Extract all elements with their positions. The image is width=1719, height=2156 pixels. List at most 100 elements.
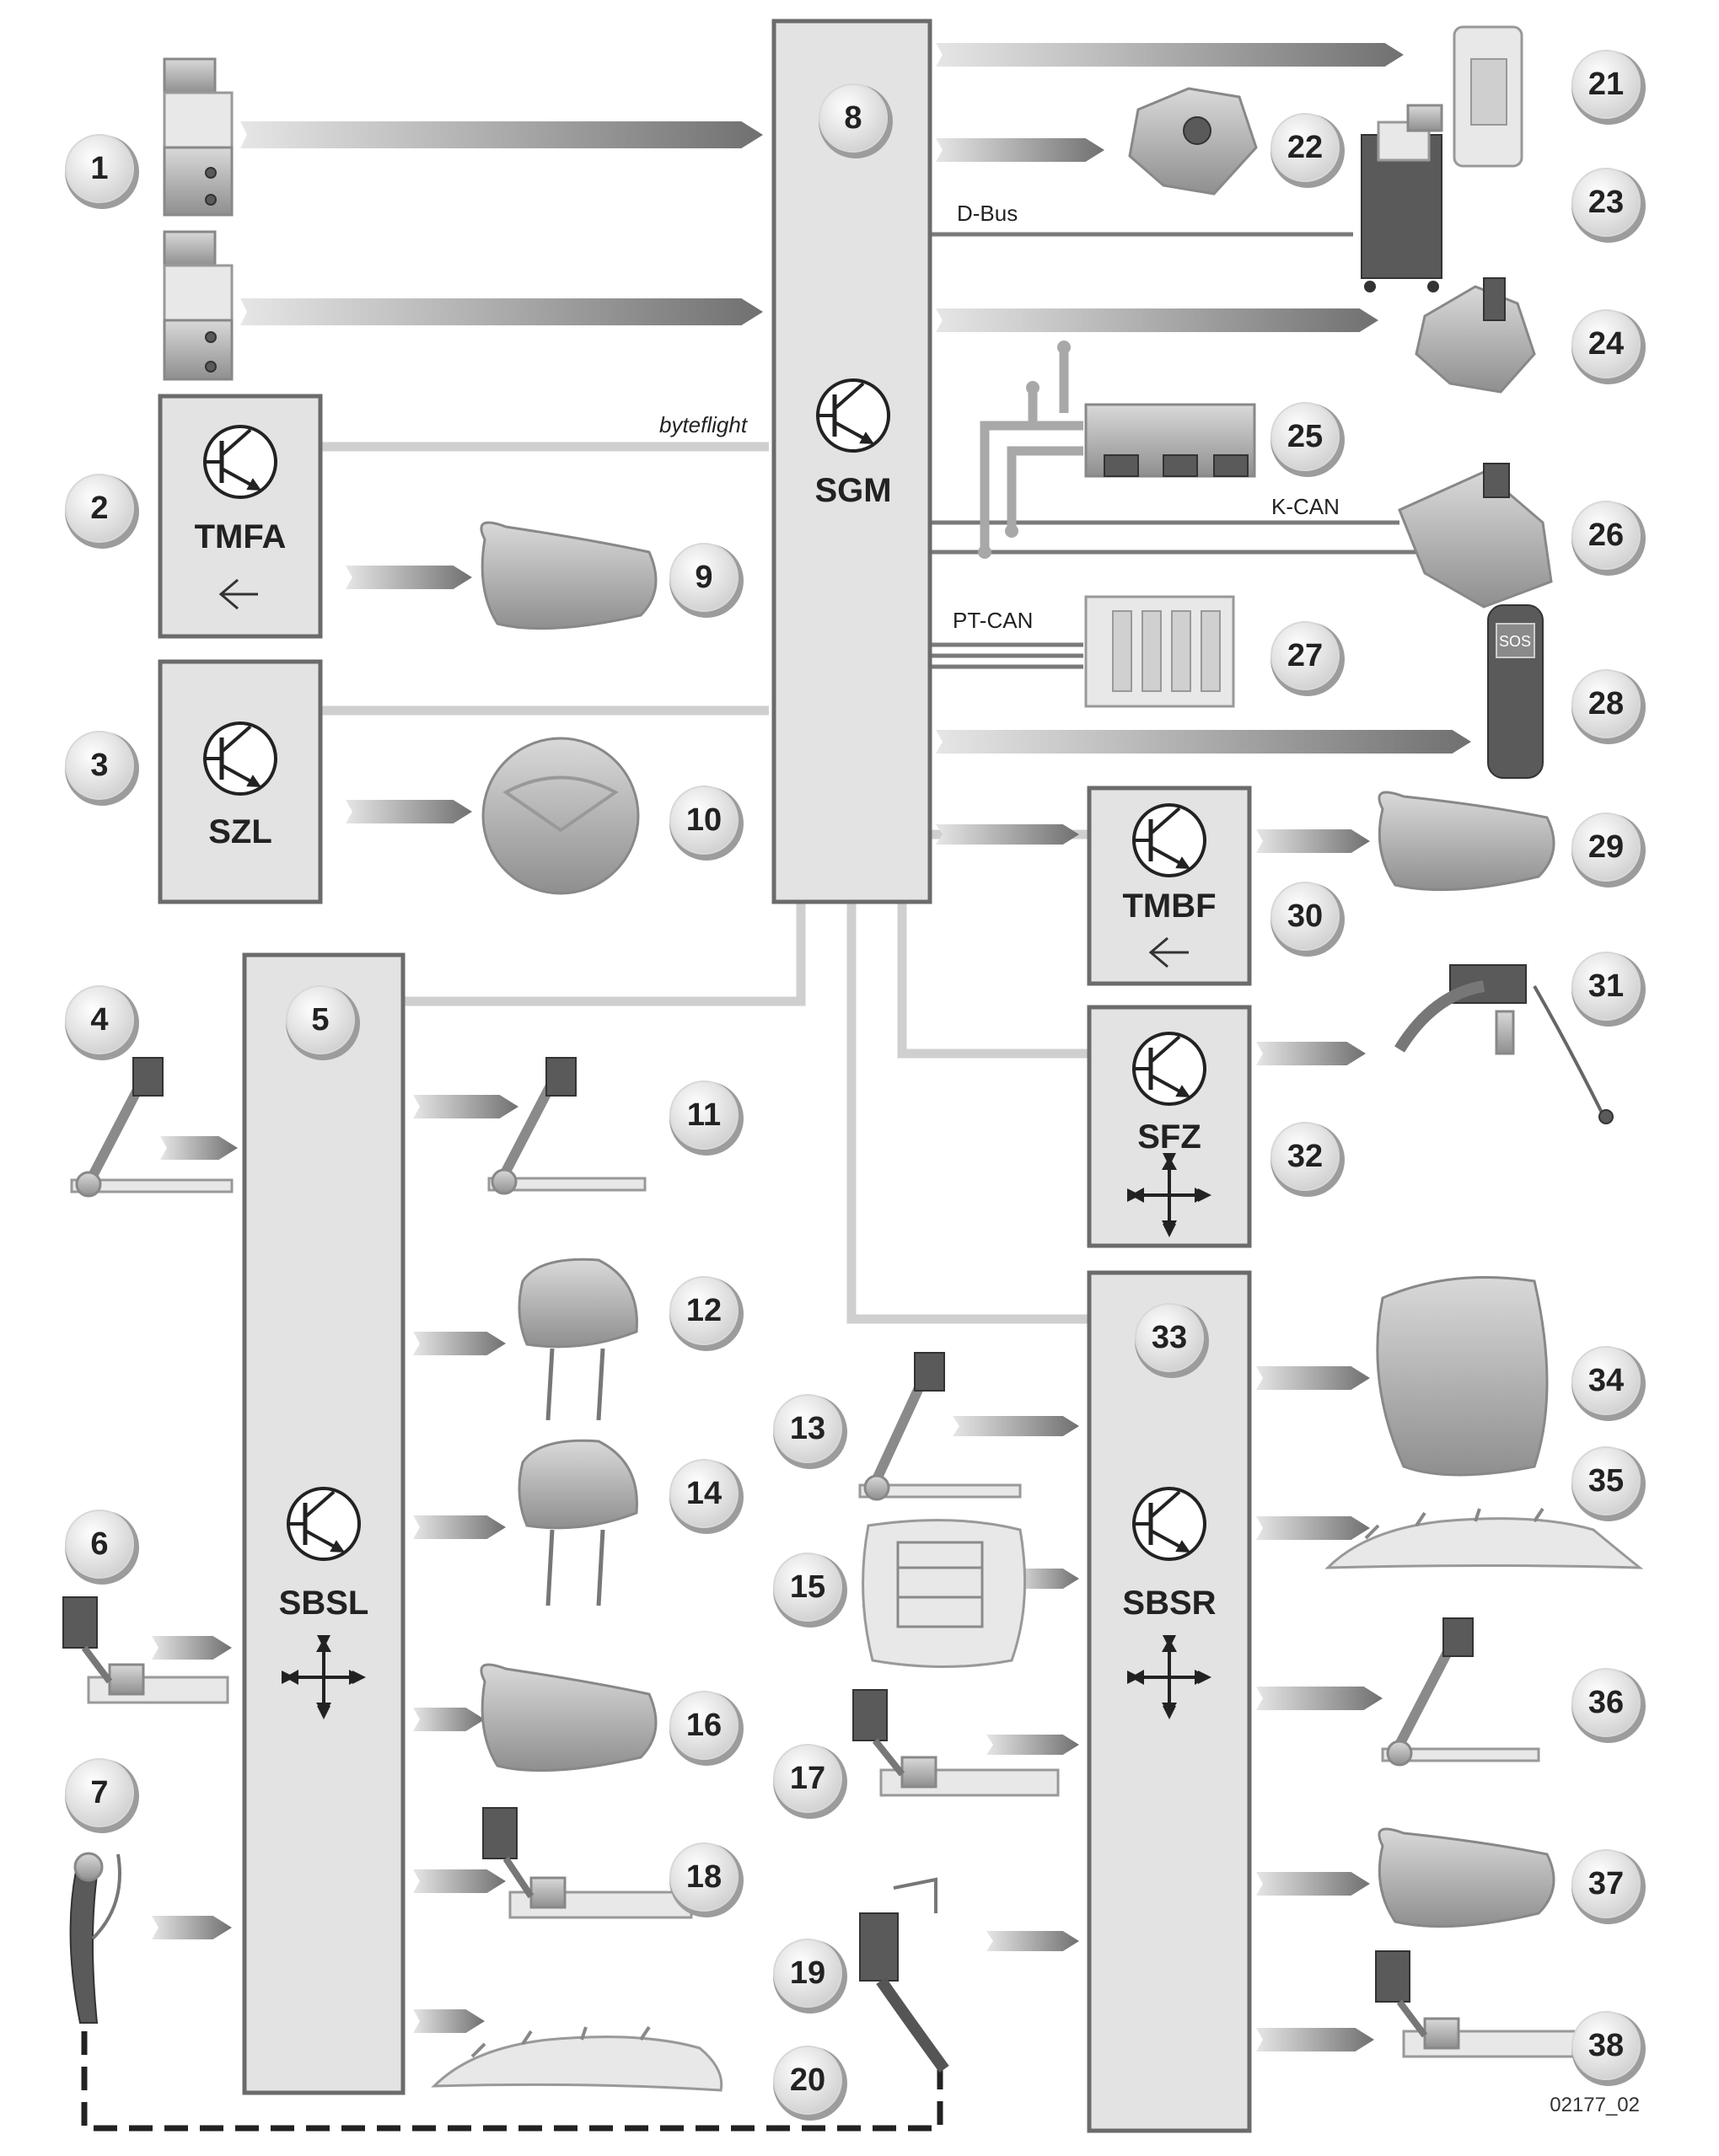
signal-arrow: [413, 1332, 506, 1355]
transistor-icon: [816, 378, 890, 453]
number-badge-label: 6: [90, 1526, 108, 1562]
wire-sfz: [897, 898, 1088, 1059]
number-badge-12: 12: [669, 1276, 744, 1351]
signal-arrow: [1256, 2028, 1374, 2051]
signal-arrow: [936, 308, 1378, 332]
signal-arrows: [152, 43, 1471, 2051]
number-badge-label: 34: [1588, 1363, 1624, 1398]
number-badge-1: 1: [65, 134, 139, 209]
left-arrow-icon: [1148, 936, 1189, 968]
headrest-icon: [518, 1258, 638, 1421]
number-badge-label: 2: [90, 491, 108, 526]
signal-arrow: [1256, 829, 1370, 853]
number-badge-29: 29: [1571, 813, 1646, 888]
transistor-icon: [203, 425, 277, 499]
belt-buckle-switch-icon: [482, 1807, 693, 1919]
number-badge-9: 9: [669, 543, 744, 618]
number-badge-label: 3: [90, 748, 108, 783]
number-badge-35: 35: [1571, 1446, 1646, 1521]
belt-buckle-switch-icon: [62, 1596, 229, 1704]
belt-tensioner-icon: [859, 1877, 949, 2073]
number-badge-7: 7: [65, 1758, 139, 1833]
number-badge-3: 3: [65, 731, 139, 806]
tmbf-box: [1087, 786, 1252, 986]
number-badge-label: 5: [311, 1002, 329, 1038]
number-badge-label: 18: [686, 1859, 722, 1895]
knee-airbag-icon: [1376, 1276, 1549, 1477]
number-badge-label: 30: [1287, 898, 1323, 934]
diagnostic-tester-icon: [1361, 104, 1443, 292]
number-badge-label: 31: [1588, 968, 1624, 1004]
signal-arrow: [413, 1515, 506, 1539]
signal-arrow: [413, 1869, 506, 1893]
number-badge-label: 33: [1152, 1320, 1187, 1355]
signal-arrow: [936, 43, 1404, 67]
signal-arrow: [1012, 1569, 1079, 1589]
number-badge-22: 22: [1270, 113, 1345, 188]
number-badge-label: 25: [1287, 419, 1323, 454]
sbsr-label: SBSR: [1122, 1585, 1216, 1622]
tmbf-label: TMBF: [1122, 888, 1216, 925]
number-badge-label: 4: [90, 1002, 108, 1038]
transistor-symbols: [203, 378, 1206, 1561]
crash-sensor-icon: [163, 230, 234, 381]
transistor-icon: [1132, 803, 1206, 877]
number-badge-label: 26: [1588, 518, 1624, 553]
sfz-label: SFZ: [1137, 1118, 1201, 1156]
number-badge-label: 37: [1588, 1866, 1624, 1901]
number-badge-15: 15: [773, 1553, 847, 1628]
number-badge-24: 24: [1571, 309, 1646, 384]
airbag-cushion-icon: [480, 1663, 658, 1773]
number-badge-19: 19: [773, 1939, 847, 2014]
byteflight-label: byteflight: [659, 412, 749, 437]
number-badge-4: 4: [65, 985, 139, 1060]
control-unit-icon: [1084, 403, 1256, 478]
left-arrow-icon: [218, 578, 258, 610]
number-badge-31: 31: [1571, 952, 1646, 1027]
number-badge-21: 21: [1571, 50, 1646, 125]
transistor-icon: [1132, 1032, 1206, 1106]
stub-dot-2: [1057, 341, 1071, 354]
seat-occupancy-mat-icon: [862, 1519, 1027, 1668]
number-badge-label: 7: [90, 1775, 108, 1810]
signal-arrow: [1256, 1366, 1370, 1390]
signal-arrow: [160, 1136, 238, 1160]
pt-can-label: PT-CAN: [953, 608, 1033, 633]
signal-arrow: [1256, 1872, 1370, 1896]
headrest-icon: [518, 1439, 638, 1606]
number-badge-label: 21: [1588, 67, 1624, 102]
tmfa-label: TMFA: [195, 518, 287, 555]
signal-arrow: [1256, 1042, 1366, 1065]
sbsl-label: SBSL: [279, 1585, 369, 1622]
head-airbag-icon: [431, 2025, 723, 2092]
signal-arrow: [152, 1916, 232, 1939]
transistor-icon: [1132, 1487, 1206, 1561]
cross-arrow-icon: [282, 1635, 366, 1719]
actuator-module-icon: [1415, 277, 1536, 394]
number-badge-11: 11: [669, 1081, 744, 1156]
number-badge-13: 13: [773, 1394, 847, 1469]
number-badge-32: 32: [1270, 1122, 1345, 1197]
number-badge-23: 23: [1571, 168, 1646, 243]
number-badge-label: 36: [1588, 1685, 1624, 1720]
number-badge-label: 23: [1588, 185, 1624, 220]
number-badge-6: 6: [65, 1510, 139, 1585]
number-badge-label: 29: [1588, 829, 1624, 865]
belt-buckle-switch-icon: [1375, 1950, 1578, 2058]
number-badge-2: 2: [65, 474, 139, 549]
number-badge-25: 25: [1270, 402, 1345, 477]
k-can-branch-1: [980, 421, 1083, 552]
number-badge-33: 33: [1135, 1303, 1209, 1378]
signal-arrow: [413, 1708, 485, 1731]
sos-label: SOS: [1499, 633, 1531, 650]
number-badge-38: 38: [1571, 2011, 1646, 2086]
connection-wires: [320, 442, 1088, 1324]
signal-arrow: [936, 824, 1079, 845]
number-badge-label: 17: [790, 1761, 825, 1796]
belt-buckle-switch-icon: [852, 1689, 1060, 1797]
number-badge-label: 1: [90, 151, 108, 186]
number-badge-16: 16: [669, 1691, 744, 1766]
number-badge-14: 14: [669, 1459, 744, 1534]
number-badge-5: 5: [286, 985, 360, 1060]
